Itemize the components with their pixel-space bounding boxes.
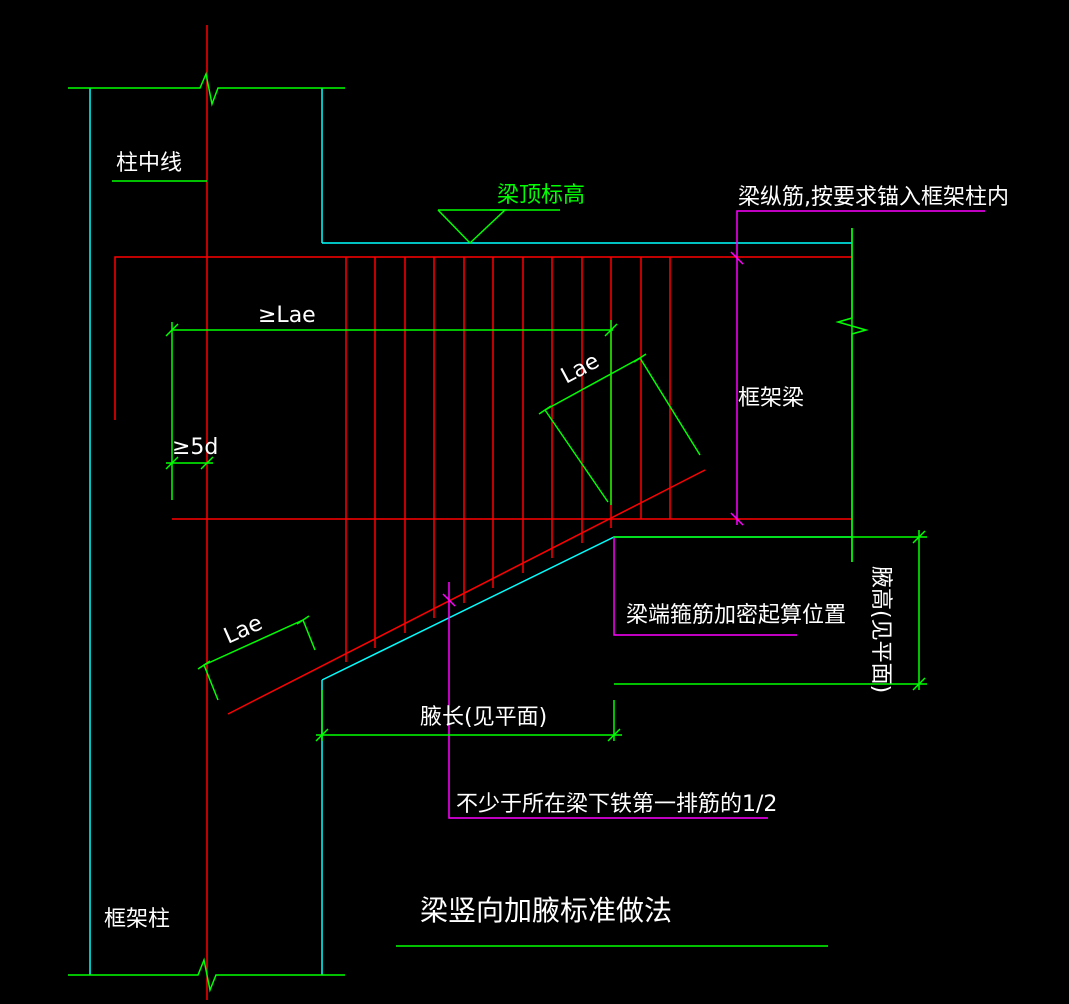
beam-long-bars-label: 梁纵筋,按要求锚入框架柱内	[738, 185, 1009, 210]
not-less-half-label: 不少于所在梁下铁第一排筋的1/2	[456, 792, 777, 817]
column-bottom-break-line	[68, 957, 345, 993]
dim-haunch-height	[614, 530, 927, 691]
stirrup-dense-start-label: 梁端箍筋加密起算位置	[626, 603, 846, 628]
beam-top-elevation-symbol: 梁顶标高	[437, 183, 585, 245]
haunch-height-label: 腋高(见平面)	[868, 566, 893, 693]
frame-beam-label: 框架梁	[738, 386, 804, 411]
haunch-diagonal-bar	[227, 469, 706, 715]
lae-lower-label: Lae	[220, 611, 266, 650]
beam-break-line	[835, 228, 869, 562]
dim-lae-lower	[197, 615, 316, 701]
dim-haunch-length	[315, 690, 622, 742]
five-d-label: ≥5d	[172, 435, 218, 460]
column-centerline-label: 柱中线	[116, 151, 182, 176]
leader-not-less-half	[442, 582, 768, 819]
stirrups	[345, 257, 671, 662]
beam-top-elevation-label: 梁顶标高	[497, 183, 585, 208]
dim-anchor-length	[165, 320, 618, 505]
dim-lae-upper	[538, 353, 701, 503]
top-longitudinal-bar	[114, 256, 852, 420]
frame-column-label: 框架柱	[104, 907, 170, 932]
haunch-length-label: 腋长(见平面)	[420, 705, 547, 730]
anchor-length-label: ≥Lae	[258, 303, 316, 328]
leader-stirrup-dense	[613, 537, 797, 636]
beam-reinforcement	[114, 256, 852, 715]
frame-column: 柱中线 框架柱	[68, 25, 345, 1000]
column-top-break-line	[68, 71, 345, 107]
leader-beam-long-bars	[730, 210, 985, 526]
lae-upper-label: Lae	[557, 349, 603, 390]
drawing-title: 梁竖向加腋标准做法	[420, 894, 672, 927]
dim-five-d	[165, 456, 214, 470]
